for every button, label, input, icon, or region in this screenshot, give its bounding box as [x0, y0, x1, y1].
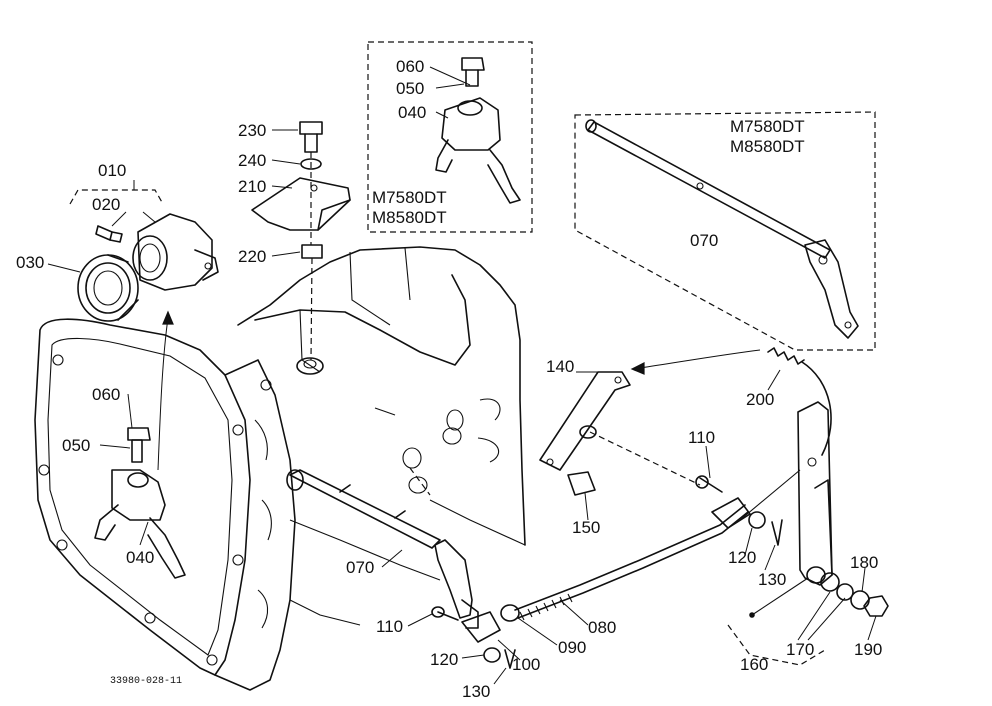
cotter-pin-130-left [504, 649, 516, 669]
bolt-230 [299, 121, 323, 153]
shift-rod-070-bottom [286, 469, 479, 629]
bolt-050-top [465, 69, 479, 87]
label-170: 170 [786, 640, 814, 659]
label-080: 080 [588, 618, 616, 637]
bushing-170 [820, 572, 854, 601]
label-230: 230 [238, 121, 266, 140]
label-050-top: 050 [396, 79, 424, 98]
label-160: 160 [740, 655, 768, 674]
bracket-210 [251, 177, 351, 231]
label-130-left: 130 [462, 682, 490, 701]
label-090: 090 [558, 638, 586, 657]
leader-lines [47, 66, 877, 685]
label-060-left: 060 [92, 385, 120, 404]
bolt-050-left [131, 439, 143, 463]
release-bearing-030 [77, 254, 139, 322]
label-model-top-1: M7580DT [372, 188, 447, 207]
release-hub-010 [132, 213, 219, 291]
nut-090 [500, 604, 520, 622]
label-model-right-2: M8580DT [730, 137, 805, 156]
label-model-top-2: M8580DT [372, 208, 447, 227]
lever-160 [797, 401, 833, 586]
group-bracket-160 [727, 624, 826, 666]
group-box-top-shift-fork [367, 41, 533, 233]
label-120-right: 120 [728, 548, 756, 567]
label-040-left: 040 [126, 548, 154, 567]
clevis-right [711, 497, 751, 529]
label-070-right: 070 [690, 231, 718, 250]
spring-200 [767, 347, 832, 456]
label-220: 220 [238, 247, 266, 266]
nut-190 [863, 595, 889, 617]
shift-fork-040-top [435, 97, 521, 204]
bolt-head-060-top [461, 57, 485, 71]
label-200: 200 [746, 390, 774, 409]
washer-120-left [483, 647, 501, 663]
group-box-right-shift-rod [574, 111, 876, 351]
label-130-right: 130 [758, 570, 786, 589]
label-210: 210 [238, 177, 266, 196]
label-040-top: 040 [398, 103, 426, 122]
label-150: 150 [572, 518, 600, 537]
linkage-rod-080 [514, 504, 749, 621]
label-070-bottom: 070 [346, 558, 374, 577]
label-140: 140 [546, 357, 574, 376]
washer-240 [300, 158, 322, 170]
label-110-left: 110 [376, 617, 403, 636]
shift-fork-040-left [94, 469, 186, 579]
clevis-100 [461, 611, 501, 643]
label-model-right-1: M7580DT [730, 117, 805, 136]
washer-180 [850, 590, 870, 610]
label-110-right: 110 [688, 428, 715, 447]
label-020: 020 [92, 195, 120, 214]
shift-rod-070-right [585, 119, 859, 339]
transmission-housing [34, 246, 526, 691]
part-labels: 010 020 030 060 050 040 M7580DT M8580DT … [16, 57, 882, 701]
label-190: 190 [854, 640, 882, 659]
drawing-code: 33980-028-11 [110, 676, 182, 687]
bolt-head-060-left [127, 427, 151, 441]
label-180: 180 [850, 553, 878, 572]
bolt-150 [567, 471, 596, 496]
label-060-top: 060 [396, 57, 424, 76]
label-030: 030 [16, 253, 44, 272]
label-240: 240 [238, 151, 266, 170]
grease-nipple-020 [95, 225, 123, 243]
label-050-left: 050 [62, 436, 90, 455]
group-bracket-010 [69, 189, 164, 205]
label-010: 010 [98, 161, 126, 180]
pin-110-right [695, 475, 723, 493]
label-100: 100 [512, 655, 540, 674]
cotter-pin-130-right [771, 519, 783, 546]
label-120-left: 120 [430, 650, 458, 669]
bracket-140 [539, 371, 631, 471]
collar-220 [301, 244, 323, 259]
pin-110-left [431, 606, 459, 621]
washer-120-right [748, 511, 766, 529]
